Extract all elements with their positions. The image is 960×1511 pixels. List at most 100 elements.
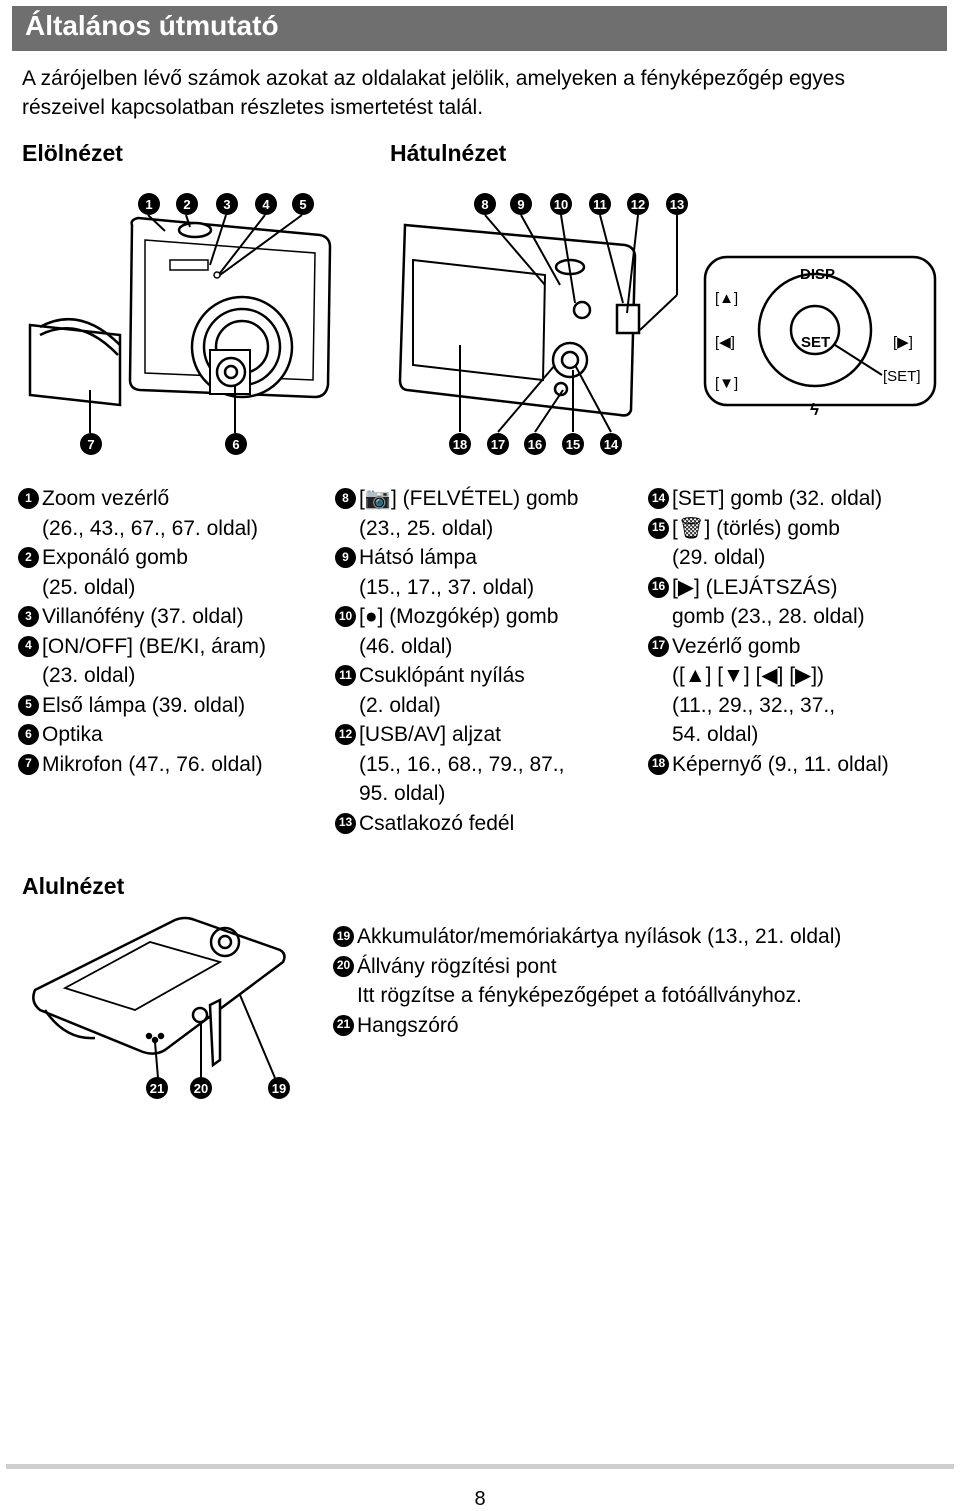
number-marker: 12 [335, 724, 356, 745]
page-number: 8 [474, 1488, 486, 1510]
item-text: Első lámpa (39. oldal) [42, 693, 246, 717]
dial-right-label: [▶] [893, 334, 913, 351]
figure-number: 14 [600, 433, 622, 455]
footer-divider [6, 1464, 954, 1469]
figure-number: 7 [80, 433, 102, 455]
number-marker: 17 [648, 635, 669, 657]
item-text: Akkumulátor/memóriakártya nyílások (13.,… [357, 925, 842, 948]
figure-number: 15 [562, 433, 584, 455]
figure-number: 13 [666, 193, 688, 215]
item-text: [SET] gomb (32. oldal) [672, 487, 883, 510]
figure-number: 1 [138, 193, 160, 215]
number-marker: 20 [333, 955, 354, 977]
figure-number: 3 [216, 193, 238, 215]
list-item: 4[ON/OFF] (BE/KI, áram) (23. oldal) [18, 632, 323, 691]
list-item: 12[USB/AV] aljzat (15., 16., 68., 79., 8… [335, 720, 635, 809]
item-text: Optika [42, 723, 103, 746]
figure-number: 4 [255, 193, 277, 215]
back-view-label: Hátulnézet [390, 140, 507, 166]
number-marker: 16 [648, 576, 669, 598]
flash-icon: ϟ [810, 400, 819, 419]
number-marker: 5 [18, 694, 39, 716]
item-text: Villanófény (37. oldal) [42, 605, 244, 628]
figure-number: 16 [524, 433, 546, 455]
item-text: [🗑] (törlés) gomb (29. oldal) [672, 516, 840, 570]
number-marker: 6 [18, 724, 39, 745]
page-title: Általános útmutató [25, 10, 279, 41]
figure-number: 6 [225, 433, 247, 455]
number-marker: 14 [648, 488, 669, 509]
item-text: Hátsó lámpa (15., 17., 37. oldal) [359, 546, 535, 599]
intro-text: A zárójelben lévő számok azokat az oldal… [22, 67, 845, 119]
number-marker: 18 [648, 753, 669, 775]
number-marker: 9 [335, 547, 356, 568]
bottom-view-illustration [32, 916, 286, 1079]
item-text: [▶] (LEJÁTSZÁS) gomb (23., 28. oldal) [672, 575, 865, 629]
bottom-view-label: Alulnézet [22, 873, 125, 899]
list-item: 8[📷] (FELVÉTEL) gomb (23., 25. oldal) [335, 484, 635, 543]
back-view-illustration: DISP [▲] [◀] [▶] [▼] SET [SET] ϟ [398, 214, 937, 433]
number-marker: 19 [333, 926, 354, 947]
item-text: Exponáló gomb (25. oldal) [42, 546, 188, 599]
dial-disp-label: DISP [800, 266, 835, 283]
list-item: 16[▶] (LEJÁTSZÁS) gomb (23., 28. oldal) [648, 573, 948, 632]
dial-up-label: [▲] [715, 290, 738, 307]
number-marker: 1 [18, 488, 39, 509]
figure-number: 9 [510, 193, 532, 215]
front-view-illustration [28, 214, 332, 433]
dial-set-bracket-label: [SET] [883, 368, 921, 385]
number-marker: 11 [335, 665, 356, 686]
list-item: 10[●] (Mozgókép) gomb (46. oldal) [335, 602, 635, 661]
figure-number: 11 [589, 193, 611, 215]
dial-set-label: SET [801, 334, 830, 351]
number-marker: 4 [18, 635, 39, 657]
number-marker: 7 [18, 753, 39, 775]
number-marker: 15 [648, 517, 669, 539]
figure-number: 10 [550, 193, 572, 215]
item-text: [📷] (FELVÉTEL) gomb (23., 25. oldal) [359, 487, 579, 540]
figure-number: 8 [474, 193, 496, 215]
item-text: Képernyő (9., 11. oldal) [672, 752, 889, 776]
item-text: Mikrofon (47., 76. oldal) [42, 752, 263, 776]
item-text: Vezérlő gomb ([▲] [▼] [◀] [▶]) (11., 29.… [672, 634, 836, 747]
figure-number: 20 [190, 1077, 212, 1099]
dial-down-label: [▼] [715, 375, 738, 392]
item-text: [USB/AV] aljzat (15., 16., 68., 79., 87.… [359, 723, 565, 805]
figure-number: 17 [487, 433, 509, 455]
figure-number: 21 [146, 1077, 168, 1099]
back-parts-list-continued: 14[SET] gomb (32. oldal) 15[🗑] (törlés) … [648, 484, 948, 779]
item-text: Hangszóró [357, 1013, 459, 1037]
list-item: 14[SET] gomb (32. oldal) [648, 484, 948, 514]
section-header-bar [12, 6, 947, 51]
number-marker: 10 [335, 606, 356, 627]
figure-number: 18 [449, 433, 471, 455]
item-text: [ON/OFF] (BE/KI, áram) (23. oldal) [42, 634, 267, 688]
dial-left-label: [◀] [715, 334, 735, 351]
figure-number: 12 [627, 193, 649, 215]
figure-number: 5 [292, 193, 314, 215]
front-view-label: Elölnézet [22, 140, 123, 166]
item-text: Csatlakozó fedél [359, 811, 515, 835]
list-item: 15[🗑] (törlés) gomb (29. oldal) [648, 514, 948, 573]
item-text: Csuklópánt nyílás (2. oldal) [359, 664, 525, 717]
item-text: Zoom vezérlő (26., 43., 67., 67. oldal) [42, 487, 258, 540]
item-text: [●] (Mozgókép) gomb (46. oldal) [359, 605, 559, 658]
figure-number: 19 [268, 1077, 290, 1099]
number-marker: 13 [335, 812, 356, 834]
